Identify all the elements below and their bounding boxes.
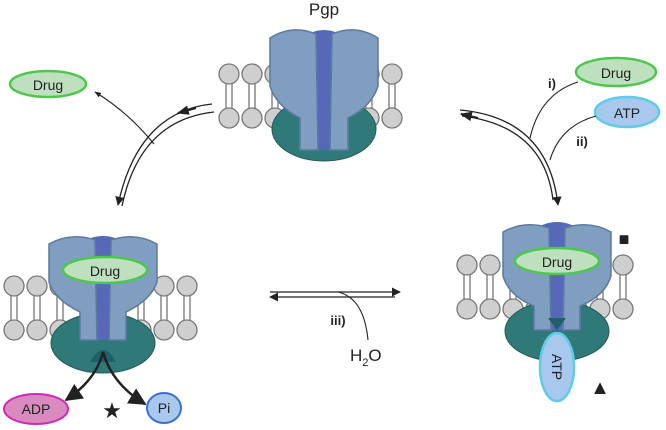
lipid-head-inner (176, 319, 198, 341)
drug-incoming: Drug (574, 56, 658, 88)
pi-released: Pi (146, 392, 182, 424)
pi-pill (146, 392, 182, 424)
drug-label: Drug (90, 263, 120, 279)
step-iii-label: iii) (330, 313, 345, 328)
drug-pill (574, 56, 658, 88)
tmd-right (329, 29, 379, 151)
lipid-head-outer (456, 254, 478, 276)
adp-pill (3, 393, 69, 425)
state-right-drug-atp-bound: Drug ATP ■ ▲ (456, 222, 634, 403)
lipid-head-inner (456, 298, 478, 320)
adp-released: ADP (3, 393, 69, 425)
arrow-backward-line (121, 111, 215, 207)
lipid (456, 254, 478, 320)
arrow-forward (115, 103, 213, 206)
step-ii-label: ii) (576, 134, 588, 149)
drug-bound-left: Drug (61, 255, 149, 285)
arrow-top-to-right: i) ii) (459, 76, 597, 206)
lipid-head-outer (26, 275, 48, 297)
lipid (218, 63, 240, 129)
lipid-head-outer (3, 275, 25, 297)
water-h: H (350, 346, 362, 365)
water-o: O (368, 346, 381, 365)
triangle-marker: ▲ (590, 377, 610, 399)
lipid-head-inner (3, 319, 25, 341)
lipid-head-inner (479, 298, 501, 320)
lipid (153, 275, 175, 341)
atp-entry-line (549, 115, 597, 161)
arrow-backward-line (461, 115, 554, 201)
lipid-head-outer (241, 63, 263, 85)
adp-label: ADP (22, 401, 51, 417)
pi-label: Pi (158, 400, 170, 416)
star-marker: ★ (102, 398, 122, 423)
atp-incoming: ATP (593, 95, 661, 129)
drug-pill (8, 69, 88, 99)
lipid-head-outer (612, 254, 634, 276)
atp-pill (593, 95, 661, 129)
drug-pill (513, 246, 601, 276)
lipid-head-outer (176, 275, 198, 297)
drug-pill (61, 255, 149, 285)
lipid (3, 275, 25, 341)
lipid (241, 63, 263, 129)
arrow-forward (459, 109, 562, 206)
arrow-top-to-left (94, 91, 215, 207)
lipid-head-outer (381, 63, 403, 85)
atp-label: ATP (614, 105, 640, 121)
lipid-head-inner (381, 107, 403, 129)
drug-released: Drug (8, 69, 88, 99)
pgp-transporter-top (269, 29, 379, 162)
lipid (381, 63, 403, 129)
state-top-apo: Pgp (218, 0, 403, 162)
water-label: H2O (350, 346, 382, 369)
state-left-post-hydrolysis: Drug ADP Pi ★ (3, 236, 198, 425)
lipid-head-inner (612, 298, 634, 320)
step-i-label: i) (548, 76, 556, 91)
lipid-head-outer (479, 254, 501, 276)
lipid-head-outer (218, 63, 240, 85)
drug-label: Drug (33, 77, 63, 93)
arrow-backward-head (176, 105, 197, 115)
atp-pill (538, 331, 576, 403)
tmd-left (269, 29, 319, 151)
arrow-right-to-left: iii) H2O (269, 287, 401, 369)
drug-efflux-arrow (94, 91, 155, 145)
water-subscript: 2 (362, 357, 368, 369)
drug-label: Drug (601, 65, 631, 81)
pgp-title: Pgp (309, 0, 339, 19)
arrow-backward-head (459, 111, 479, 122)
water-entry-line (337, 291, 369, 341)
pi-release-arrow (101, 351, 147, 406)
adp-release-arrow (64, 351, 105, 402)
lipid (176, 275, 198, 341)
lipid-head-inner (241, 107, 263, 129)
lipid (26, 275, 48, 341)
lipid (479, 254, 501, 320)
lipid-head-inner (26, 319, 48, 341)
atp-bound-right: ATP (538, 331, 576, 403)
drug-entry-line (529, 81, 579, 139)
lipid-head-inner (153, 319, 175, 341)
atp-label: ATP (549, 354, 565, 380)
lipid (612, 254, 634, 320)
drug-label: Drug (542, 254, 572, 270)
square-marker: ■ (619, 229, 630, 249)
lipid-head-inner (218, 107, 240, 129)
drug-bound-right: Drug (513, 246, 601, 276)
